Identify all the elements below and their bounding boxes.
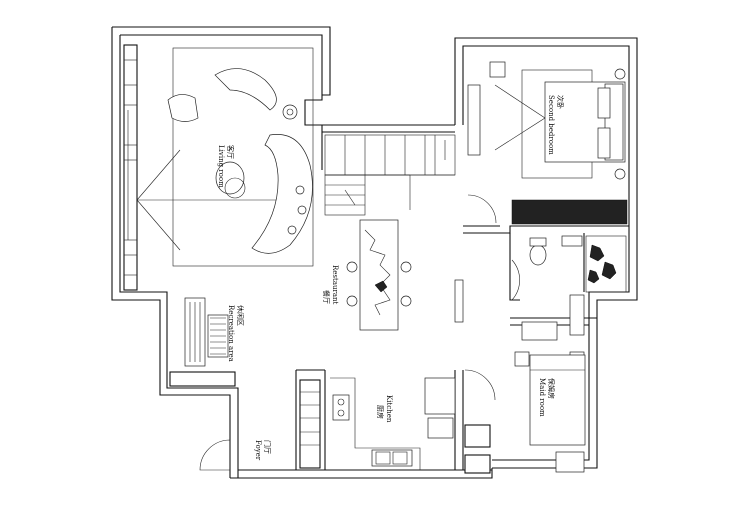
bathroom bbox=[511, 235, 627, 301]
svg-text:Living room: Living room bbox=[217, 145, 225, 188]
curved-sofa bbox=[167, 68, 313, 254]
svg-text:Foyer: Foyer bbox=[254, 440, 262, 461]
svg-text:保姆房: 保姆房 bbox=[547, 378, 556, 399]
label-recreation-area: 休闲区 Recreation area bbox=[227, 305, 245, 362]
second-bedroom-furniture bbox=[467, 61, 628, 225]
label-kitchen: Kitchen 厨房 bbox=[376, 395, 393, 423]
svg-text:门厅: 门厅 bbox=[263, 440, 272, 454]
maid-room-furniture bbox=[464, 294, 586, 474]
living-room-rug bbox=[136, 47, 314, 267]
label-second-bedroom: 次卧 Second bedroom bbox=[547, 95, 565, 155]
left-window bbox=[123, 44, 138, 291]
staircase bbox=[324, 134, 456, 216]
label-restaurant: Restaurant 餐厅 bbox=[322, 265, 339, 305]
recreation-furniture bbox=[169, 297, 236, 387]
svg-text:次卧: 次卧 bbox=[556, 95, 565, 109]
foyer-door bbox=[199, 439, 231, 471]
label-maid-room: 保姆房 Maid room bbox=[538, 378, 556, 417]
label-foyer: 门厅 Foyer bbox=[254, 440, 272, 461]
svg-text:餐厅: 餐厅 bbox=[322, 290, 331, 304]
svg-text:厨房: 厨房 bbox=[376, 405, 385, 419]
svg-text:休闲区: 休闲区 bbox=[236, 305, 245, 326]
dining-table bbox=[346, 219, 464, 331]
svg-text:Restaurant: Restaurant bbox=[331, 265, 339, 305]
kitchen-fixtures bbox=[299, 377, 456, 470]
svg-text:客厅: 客厅 bbox=[226, 145, 235, 159]
svg-text:Maid room: Maid room bbox=[538, 378, 546, 417]
svg-text:Second bedroom: Second bedroom bbox=[547, 95, 555, 155]
svg-text:Kitchen: Kitchen bbox=[385, 395, 393, 423]
svg-text:Recreation area: Recreation area bbox=[227, 305, 235, 362]
label-living-room: 客厅 Living room bbox=[217, 145, 235, 188]
